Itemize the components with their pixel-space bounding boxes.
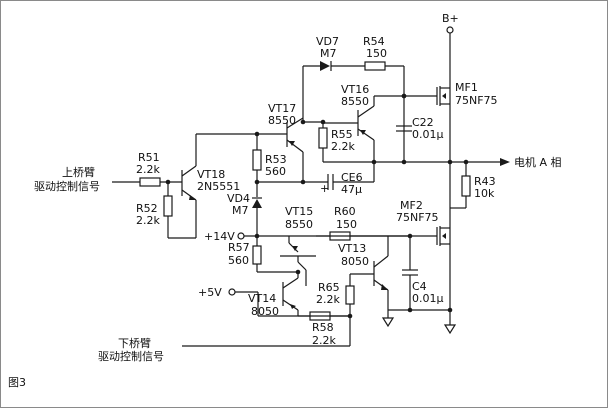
vt13-value: 8050 (341, 255, 369, 268)
v14-label: +14V (204, 230, 235, 243)
motor-phase-label: 电机 A 相 (514, 155, 562, 169)
resistor-r55: R55 2.2k (303, 119, 355, 162)
v5-label: +5V (198, 286, 222, 299)
upper-input-stage: R51 2.2k VT18 2N5551 R52 2.2k 上桥臂 驱动控制信号 (34, 134, 240, 238)
r53-value: 560 (265, 165, 286, 178)
vt13-ground (381, 317, 395, 328)
r43-ref: R43 (474, 175, 496, 188)
mf1-ref: MF1 (455, 81, 478, 94)
vt15-value: 8550 (285, 218, 313, 231)
v14-terminal (237, 232, 245, 240)
lower-input-label-2: 驱动控制信号 (98, 349, 164, 363)
ground-symbol (443, 324, 457, 335)
r51-ref: R51 (138, 151, 160, 164)
r55-resistor (318, 127, 328, 149)
r58-value: 2.2k (312, 334, 336, 347)
supply-rail: B+ (442, 12, 459, 335)
lower-input-label-1: 下桥臂 (118, 337, 151, 350)
capacitor-ce6: + CE6 47μ (254, 162, 375, 196)
diode-vd4: VD4 M7 (227, 192, 262, 236)
upper-ground-bus (168, 200, 197, 239)
vt15-ref: VT15 (285, 205, 313, 218)
vt18-ref: VT18 (197, 168, 225, 181)
r52-resistor (163, 195, 173, 217)
r54-ref: R54 (363, 35, 385, 48)
resistor-r65: R65 2.2k (316, 274, 355, 319)
vt17-value: 8550 (268, 114, 296, 127)
r54-value: 150 (366, 47, 387, 60)
r65-ref: R65 (318, 281, 340, 294)
vd4-value: M7 (232, 204, 249, 217)
upper-input-label-2: 驱动控制信号 (34, 179, 100, 193)
r52-value: 2.2k (136, 214, 160, 227)
diode-vd7-branch: VD7 M7 R54 150 (302, 35, 405, 162)
vt16-value: 8550 (341, 95, 369, 108)
r58-ref: R58 (312, 321, 334, 334)
ce6-ref: CE6 (341, 171, 363, 184)
r57-ref: R57 (228, 241, 250, 254)
transistor-vt15: VT15 8550 (280, 205, 316, 286)
r53-ref: R53 (265, 153, 287, 166)
svg-text:+: + (320, 182, 329, 195)
vt13-ref: VT13 (338, 242, 366, 255)
c4-ref: C4 (412, 280, 427, 293)
transistor-vt17: VT17 8550 (257, 102, 306, 182)
r55-ref: R55 (331, 128, 353, 141)
vt17-ref: VT17 (268, 102, 296, 115)
upper-input-label-1: 上桥臂 (62, 166, 95, 179)
r52-ref: R52 (136, 202, 158, 215)
r43-value: 10k (474, 187, 495, 200)
r53-resistor (252, 149, 262, 171)
vd7-diode (320, 61, 330, 71)
vd7-value: M7 (320, 47, 337, 60)
lower-input-stage: R58 2.2k 下桥臂 驱动控制信号 (98, 292, 351, 363)
capacitor-c22: C22 0.01μ (396, 93, 444, 141)
r65-value: 2.2k (316, 293, 340, 306)
ce6-value: 47μ (341, 183, 362, 196)
vd4-ref: VD4 (227, 192, 250, 205)
r60-value: 150 (336, 218, 357, 231)
resistor-r57: R57 560 (228, 236, 298, 273)
mf1-value: 75NF75 (455, 94, 498, 107)
r60-ref: R60 (334, 205, 356, 218)
figure-caption: 图3 (8, 376, 26, 389)
r57-resistor (252, 245, 262, 265)
transistor-vt16: VT16 8550 (323, 83, 404, 162)
r55-value: 2.2k (331, 140, 355, 153)
resistor-r43: R43 10k (450, 162, 496, 209)
supply-terminal (446, 26, 454, 34)
c4-value: 0.01μ (412, 292, 444, 305)
vd7-ref: VD7 (316, 35, 339, 48)
vt16-ref: VT16 (341, 83, 369, 96)
vt18-value: 2N5551 (197, 180, 240, 193)
resistor-r53: R53 560 (196, 131, 287, 197)
r51-resistor (139, 177, 161, 187)
v5-terminal (228, 288, 236, 296)
mf2-ref: MF2 (400, 199, 423, 212)
resistor-r60: R60 150 (316, 205, 437, 241)
r43-resistor (461, 175, 471, 197)
supply-label: B+ (442, 12, 459, 25)
r54-resistor (364, 61, 386, 71)
mf2-value: 75NF75 (396, 211, 439, 224)
vd4-diode (252, 199, 262, 208)
c22-ref: C22 (412, 116, 434, 129)
r51-value: 2.2k (136, 163, 160, 176)
motor-output-node: 电机 A 相 (323, 155, 562, 169)
mosfet-mf2: MF2 75NF75 (396, 199, 450, 246)
capacitor-c4: C4 0.01μ (388, 236, 453, 313)
r57-value: 560 (228, 254, 249, 267)
r65-resistor (345, 285, 355, 305)
transistor-vt13: VT13 8050 (338, 236, 389, 318)
vt14-ref: VT14 (248, 292, 276, 305)
c22-value: 0.01μ (412, 128, 444, 141)
